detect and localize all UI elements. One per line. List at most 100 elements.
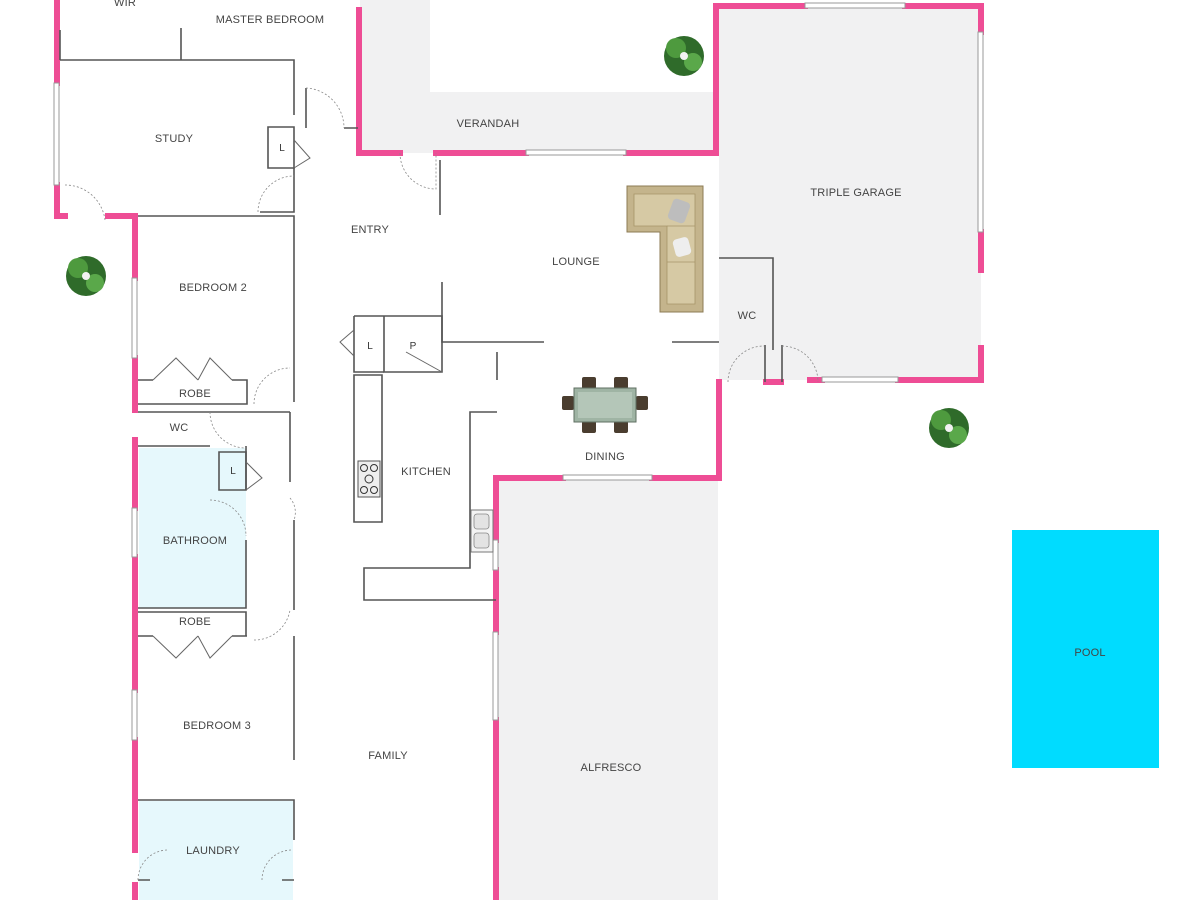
ext-wall-garage-top <box>902 3 984 35</box>
garage-area <box>719 6 981 380</box>
ext-wall-dining-bottom <box>493 475 566 543</box>
label-robe-1: ROBE <box>179 388 211 400</box>
wall-study-bottom <box>260 168 295 213</box>
marker-pantry: P <box>410 341 417 352</box>
window <box>131 689 138 741</box>
wall-bed2-robe <box>138 379 248 405</box>
ext-wall-garage-left <box>713 3 808 95</box>
window <box>804 2 906 9</box>
ext-wall-dining-right <box>649 379 722 481</box>
marker-linen-study: L <box>279 143 285 154</box>
tree-1 <box>664 36 704 76</box>
wall-master-bottom <box>60 59 295 115</box>
interior-walls <box>59 28 783 881</box>
ext-wall-left-mid <box>54 182 68 219</box>
tree-2 <box>66 256 106 296</box>
door-swing <box>289 497 296 521</box>
wall-kitchen-bench <box>353 374 383 523</box>
wall-lounge-garage <box>672 257 774 350</box>
wall-bath-bottom <box>138 540 247 609</box>
window <box>131 277 138 359</box>
label-triple-garage: TRIPLE GARAGE <box>810 187 901 199</box>
ext-wall-notch <box>105 213 138 281</box>
door-swing <box>781 345 819 383</box>
robe-doors <box>152 357 233 381</box>
linen-door <box>339 329 355 357</box>
label-master-bedroom: MASTER BEDROOM <box>216 14 325 26</box>
label-kitchen: KITCHEN <box>401 466 451 478</box>
door-swing <box>257 175 295 213</box>
door-swing <box>261 849 293 881</box>
label-entry: ENTRY <box>351 224 390 236</box>
label-lounge: LOUNGE <box>552 256 600 268</box>
door-swing <box>64 184 106 221</box>
wall-bed3-bottom <box>138 799 295 840</box>
windows <box>53 2 984 741</box>
ext-wall-verandah-bottom-2 <box>623 89 719 156</box>
window <box>525 149 627 156</box>
room-labels: WIR MASTER BEDROOM STUDY VERANDAH TRIPLE… <box>114 0 1105 857</box>
marker-linen-entry: L <box>367 341 373 352</box>
verandah-area <box>360 0 716 153</box>
window <box>492 631 499 721</box>
label-bedroom-3: BEDROOM 3 <box>183 720 251 732</box>
window <box>131 507 138 558</box>
wall-lounge-left <box>439 160 544 343</box>
door-swing <box>253 367 291 405</box>
cooktop <box>357 460 381 498</box>
marker-linen-bath: L <box>230 466 236 477</box>
label-pool: POOL <box>1074 647 1105 659</box>
window <box>821 376 899 383</box>
label-bathroom: BATHROOM <box>163 535 227 547</box>
wall-wc-garage <box>764 345 783 382</box>
door-swing <box>209 411 247 449</box>
pool-area <box>1012 530 1159 768</box>
door-swing <box>305 87 345 129</box>
label-alfresco: ALFRESCO <box>581 762 642 774</box>
doors <box>64 87 819 881</box>
alfresco-area <box>496 478 718 900</box>
door-swing <box>727 345 765 383</box>
label-wir: WIR <box>114 0 136 9</box>
wall-linen-entry <box>353 316 384 373</box>
dining-table <box>562 377 648 433</box>
cupboard-markers: L L P L <box>230 143 416 477</box>
linen-door <box>293 139 311 169</box>
door-swing <box>209 499 247 537</box>
laundry-area <box>139 801 293 900</box>
window <box>53 82 60 186</box>
label-dining: DINING <box>585 451 625 463</box>
ext-wall-verandah-left <box>356 7 403 156</box>
label-family: FAMILY <box>368 750 408 762</box>
label-bedroom-2: BEDROOM 2 <box>179 282 247 294</box>
window <box>492 539 499 571</box>
tree-3 <box>929 408 969 448</box>
wall-bed2-top <box>138 215 295 368</box>
label-robe-2: ROBE <box>179 616 211 628</box>
robe-doors <box>152 635 233 659</box>
wall-corridor-right <box>289 368 295 760</box>
wall-wir <box>59 28 182 60</box>
window <box>977 31 984 233</box>
ext-wall-garage-bottom <box>895 345 984 383</box>
kitchen-sink <box>470 509 494 553</box>
linen-door <box>245 461 263 491</box>
label-study: STUDY <box>155 133 194 145</box>
label-wc-bath: WC <box>170 422 189 434</box>
window <box>562 474 653 481</box>
sofa <box>626 185 704 313</box>
pantry-door <box>405 351 443 373</box>
door-swing <box>137 849 169 881</box>
label-verandah: VERANDAH <box>457 118 520 130</box>
label-laundry: LAUNDRY <box>186 845 240 857</box>
shaded-areas <box>139 0 1159 900</box>
door-swing <box>253 609 291 641</box>
door-swing <box>399 152 437 190</box>
bathroom-area <box>139 448 246 608</box>
fixtures <box>357 460 494 553</box>
wall-robe2 <box>138 611 247 637</box>
exterior-walls <box>54 0 984 900</box>
label-wc-garage: WC <box>738 310 757 322</box>
wall-entry-top <box>305 88 358 129</box>
